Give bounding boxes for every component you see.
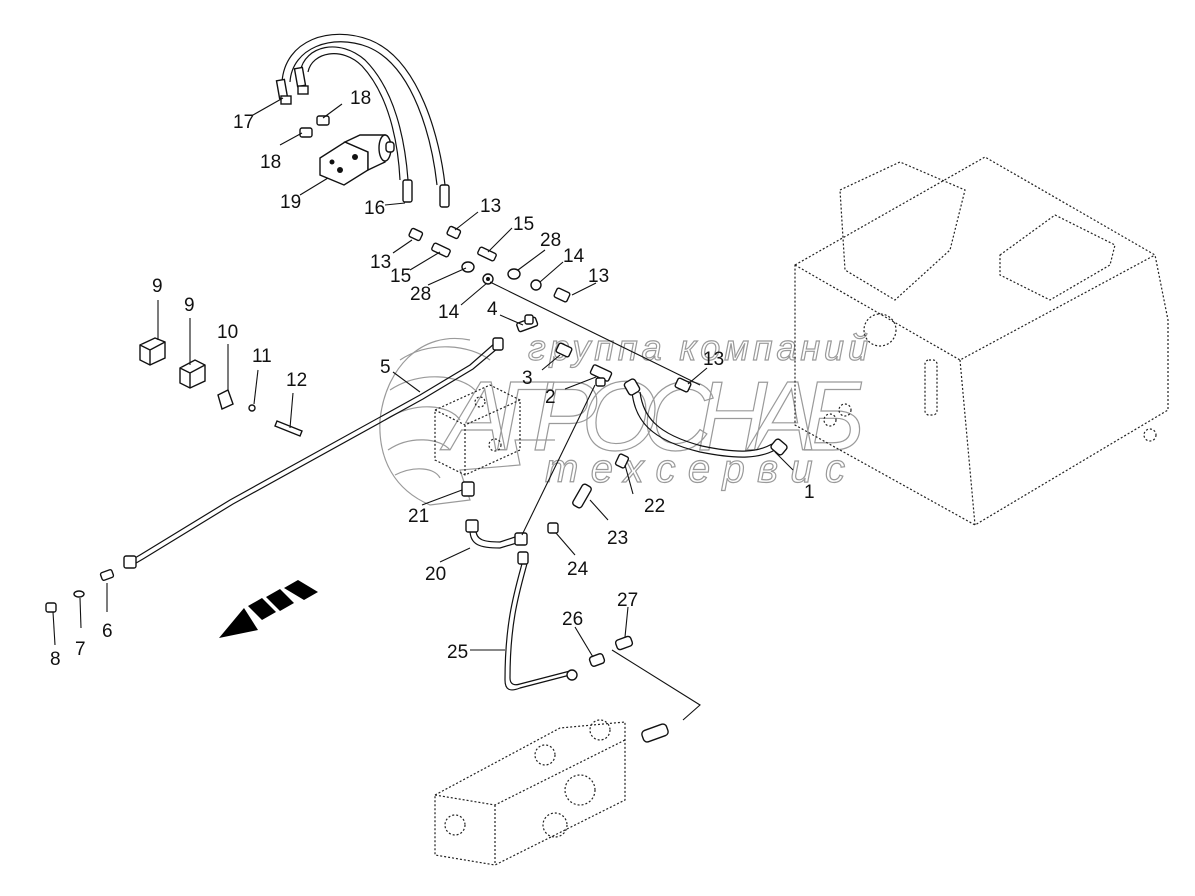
callout-16: 16 [364,198,385,219]
fitting-13c [674,377,692,393]
callout-15b: 15 [390,266,411,287]
leader-lines [52,97,794,658]
hydraulic-motor-19 [319,134,395,186]
callout-2: 2 [545,387,556,408]
callout-28b: 28 [410,284,431,305]
pipe-line [489,281,701,386]
hose-1 [623,378,788,458]
callout-13c: 13 [588,266,609,287]
nut-8 [45,602,57,613]
washer-7 [73,590,85,598]
callout-13a: 13 [480,196,501,217]
callout-18a: 18 [350,88,371,109]
callout-3: 3 [522,368,533,389]
clamp-9a [139,337,166,366]
watermark-line3: техсервис [545,447,845,491]
coupling-23 [572,483,592,509]
callout-8: 8 [50,649,61,670]
callout-20: 20 [425,564,446,585]
nut-11 [248,404,256,412]
callout-12: 12 [286,370,307,391]
fitting-27 [614,635,634,651]
callout-25: 25 [447,642,468,663]
callout-13b: 13 [370,252,391,273]
fitting-3 [555,342,573,358]
plate-10 [217,389,234,410]
hydraulic-tank [794,156,1169,526]
bolt-12 [274,420,303,437]
fitting-18 [299,115,330,138]
hose-end-fitting-17 [275,66,309,105]
callout-labels: 1 2 3 4 5 6 7 8 9 9 10 11 12 13 13 13 13… [50,88,815,670]
callout-9a: 9 [152,276,163,297]
callout-17: 17 [233,112,254,133]
tee-fitting-4 [516,314,539,333]
callout-10: 10 [217,322,238,343]
travel-direction-arrow [219,580,318,638]
callout-22: 22 [644,496,665,517]
callout-14b: 14 [438,302,460,323]
callout-26: 26 [562,609,583,630]
spring-washer-6 [99,569,115,581]
callout-19: 19 [280,192,301,213]
callout-7: 7 [75,639,86,660]
callout-5: 5 [380,357,391,378]
callout-21: 21 [408,506,429,527]
hose-assembly-16 [281,33,450,208]
clamp-9b [179,359,206,389]
callout-14a: 14 [563,246,585,267]
fitting-24 [547,522,559,534]
callout-13d: 13 [703,349,724,370]
watermark: группа компаний АГРОСНАБ техсервис [379,326,869,506]
callout-23: 23 [607,528,628,549]
callout-27: 27 [617,590,638,611]
watermark-line2: АГРОСНАБ [440,361,865,471]
valve-block-main [434,719,626,866]
callout-18b: 18 [260,152,281,173]
callout-1: 1 [804,482,815,503]
callout-9b: 9 [184,295,195,316]
tee-fitting-2 [589,364,613,387]
leader-27-sensor [611,649,701,721]
callout-15a: 15 [513,214,534,235]
fitting-26 [588,653,606,667]
callout-4: 4 [487,299,498,320]
bent-pipe-20 [465,384,596,549]
pipe-5 [123,337,504,569]
pressure-sensor [641,723,669,743]
fitting-21 [461,481,475,497]
callout-28a: 28 [540,230,561,251]
fitting-22 [614,453,630,469]
valve-block-left [434,384,521,476]
callout-24: 24 [567,559,589,580]
pipe-25 [504,551,578,691]
callout-6: 6 [102,621,113,642]
fittings-cluster [408,225,571,303]
callout-11: 11 [252,346,272,367]
